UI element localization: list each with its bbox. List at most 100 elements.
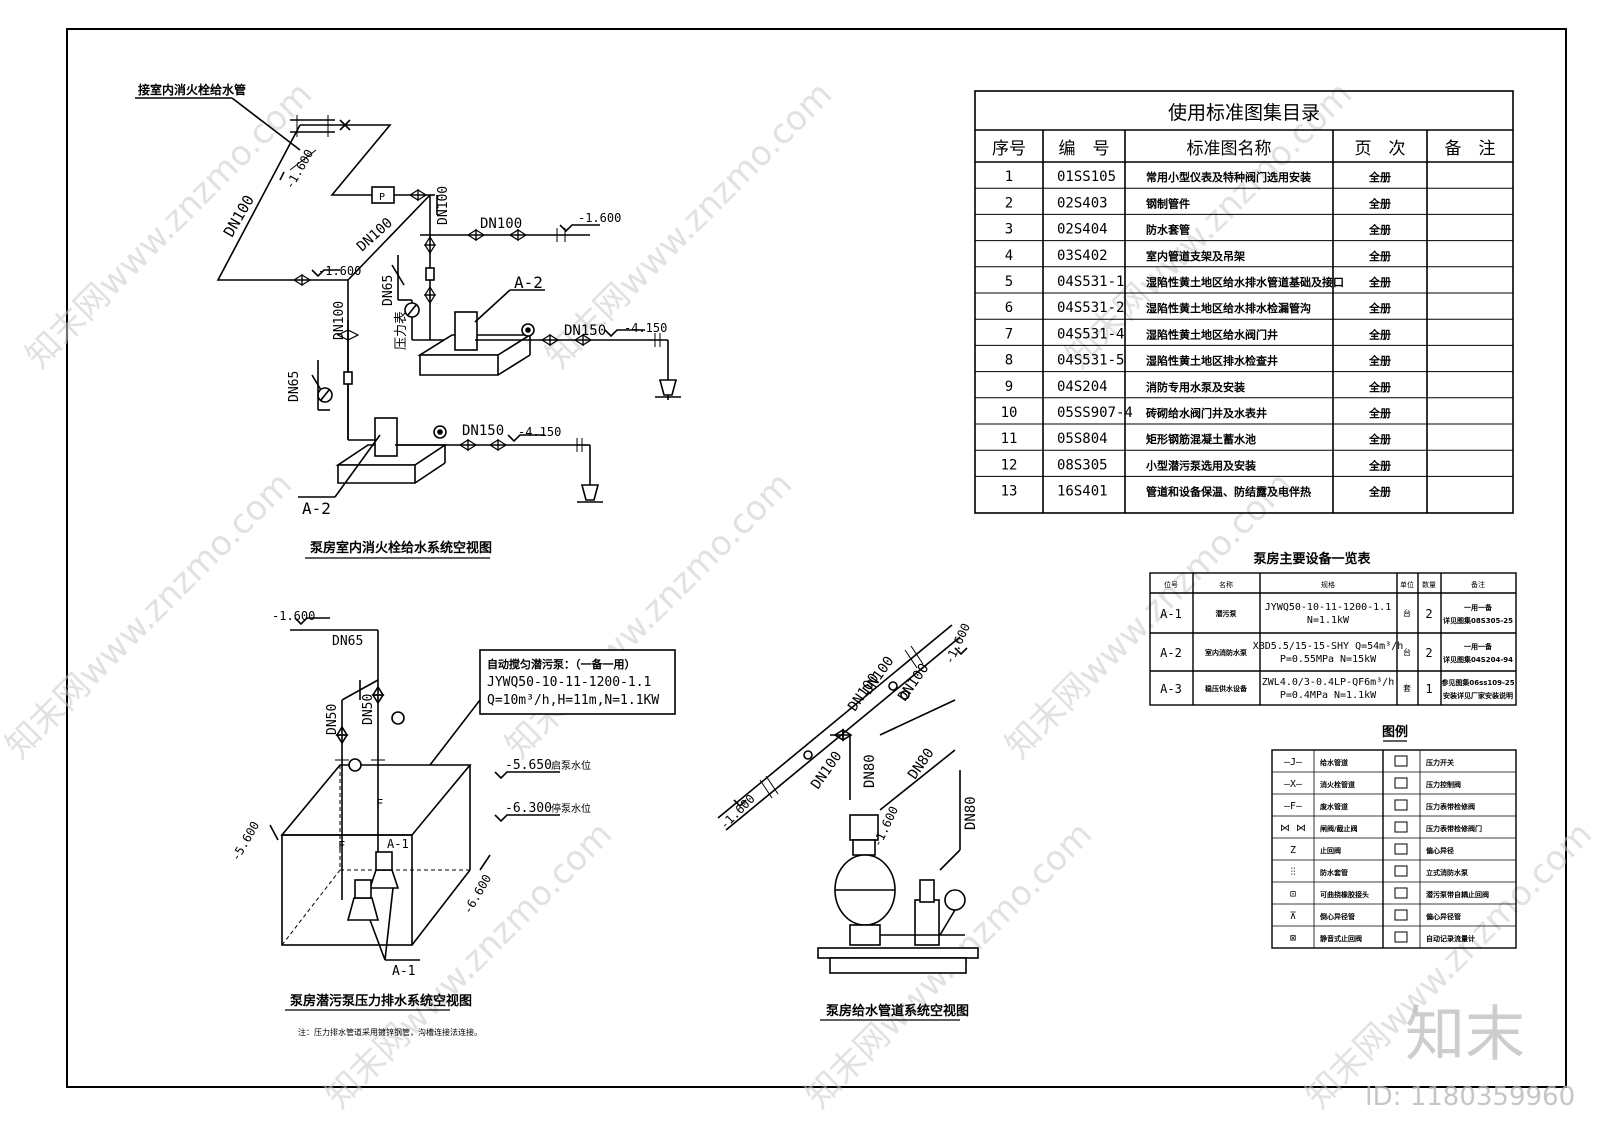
legend-label: 静音式止回阀 xyxy=(1320,934,1362,943)
equip-qty: 2 xyxy=(1425,646,1432,660)
legend-label: 压力开关 xyxy=(1426,758,1454,767)
watermark-text: 知末网www.znzmo.com xyxy=(318,814,620,1116)
equip-remark: 安装详见厂家安装说明 xyxy=(1443,691,1513,700)
std-row-code: 01SS105 xyxy=(1057,169,1116,185)
std-table-header: 编 号 xyxy=(1059,139,1110,159)
level-label: 启泵水位 xyxy=(551,759,591,772)
std-row-name: 湿陷性黄土地区给水阀门井 xyxy=(1146,327,1278,341)
std-row-pages: 全册 xyxy=(1368,485,1391,499)
equip-qty: 1 xyxy=(1425,682,1432,696)
std-row-name: 砖砌给水阀门井及水表井 xyxy=(1146,406,1267,420)
legend-label: 闸阀/截止阀 xyxy=(1320,824,1358,833)
std-row-pages: 全册 xyxy=(1368,196,1391,210)
pump-tag: A-1 xyxy=(392,964,415,979)
hydrant-labels: 接室内消火栓给水管 DN100 -1.600 DN100 DN100 P DN1… xyxy=(138,82,667,559)
elevation-label: -1.600 xyxy=(717,792,758,833)
legend-label: 消火栓管道 xyxy=(1320,780,1355,789)
legend-symbol: Z xyxy=(1290,845,1296,856)
supply-label: 接室内消火栓给水管 xyxy=(138,82,246,97)
std-row-code: 04S531-1 xyxy=(1057,274,1124,290)
elevation-label: -1.600 xyxy=(282,147,316,192)
legend-symbol: —X— xyxy=(1284,779,1303,790)
pipe-size-label: DN100 xyxy=(436,186,451,225)
legend-symbol-icon xyxy=(1394,931,1408,943)
pipe-size-label: DN65 xyxy=(332,634,363,649)
legend-label: 压力表带检修阀 xyxy=(1426,802,1475,811)
pipe-size-label: DN150 xyxy=(462,423,504,439)
equip-remark: 一用一备 xyxy=(1464,642,1493,651)
equip-header: 数量 xyxy=(1422,580,1436,589)
std-row-pages: 全册 xyxy=(1368,223,1391,237)
pipe-size-label: DN100 xyxy=(808,749,845,793)
std-row-code: 04S531-2 xyxy=(1057,300,1124,316)
std-row-index: 5 xyxy=(1005,274,1013,290)
std-row-index: 10 xyxy=(1001,405,1018,421)
drawing-frame xyxy=(66,28,1567,1088)
std-row-name: 小型潜污泵选用及安装 xyxy=(1145,458,1256,472)
std-row-index: 4 xyxy=(1005,248,1013,264)
legend-label: 潜污泵带自耦止回阀 xyxy=(1426,890,1489,899)
legend-symbol: ⊼ xyxy=(1289,911,1296,922)
legend-label: 压力控制阀 xyxy=(1426,780,1461,789)
legend-symbol: ⋈ ⋈ xyxy=(1280,823,1306,834)
std-row-pages: 全册 xyxy=(1368,327,1391,341)
equip-spec: XBD5.5/15-15-SHY Q=54m³/h xyxy=(1253,641,1404,652)
legend-symbol-icon xyxy=(1394,887,1408,899)
std-row-name: 防水套管 xyxy=(1146,223,1190,237)
legend-symbol: ⊠ xyxy=(1290,933,1296,944)
equip-name: 潜污泵 xyxy=(1216,609,1237,618)
std-row-name: 消防专用水泵及安装 xyxy=(1146,380,1245,394)
equip-remark: 详见图集04S204-94 xyxy=(1443,655,1513,664)
std-row-code: 05S804 xyxy=(1057,431,1108,447)
legend-symbol-icon xyxy=(1394,821,1408,833)
legend-symbol: —F— xyxy=(1284,801,1303,812)
std-row-code: 04S204 xyxy=(1057,379,1108,395)
callout-line: JYWQ50-10-11-1200-1.1 xyxy=(487,675,651,690)
std-row-index: 7 xyxy=(1005,326,1013,342)
equip-tag: A-1 xyxy=(1160,607,1182,621)
elevation-label: -6.600 xyxy=(460,872,494,917)
std-row-code: 02S403 xyxy=(1057,195,1108,211)
legend-label: 给水管道 xyxy=(1320,758,1348,767)
std-row-index: 6 xyxy=(1005,300,1013,316)
diagram-title: 泵房潜污泵压力排水系统空视图 xyxy=(290,993,472,1009)
std-row-name: 常用小型仪表及特种阀门选用安装 xyxy=(1146,170,1311,184)
std-row-name: 管道和设备保温、防结露及电伴热 xyxy=(1146,485,1311,499)
std-row-pages: 全册 xyxy=(1368,354,1391,368)
equip-remark: 一用一备 xyxy=(1464,603,1493,612)
std-row-pages: 全册 xyxy=(1368,275,1391,289)
pipe-size-label: DN65 xyxy=(381,275,396,306)
equip-tag: A-3 xyxy=(1160,682,1182,696)
std-row-code: 02S404 xyxy=(1057,222,1108,238)
elevation-label: -5.600 xyxy=(228,819,262,864)
std-table xyxy=(974,90,1514,514)
diagram-title: 泵房给水管道系统空视图 xyxy=(826,1003,969,1019)
pipe-size-label: DN100 xyxy=(354,215,396,255)
std-row-pages: 全册 xyxy=(1368,458,1391,472)
std-row-code: 08S305 xyxy=(1057,457,1108,473)
watermark-text: 知末网www.znzmo.com xyxy=(18,74,320,376)
std-row-index: 8 xyxy=(1005,353,1013,369)
std-row-code: 04S531-4 xyxy=(1057,326,1124,342)
legend-symbol-icon xyxy=(1394,799,1408,811)
sewage-diagram xyxy=(269,617,676,961)
equip-name: 稳压供水设备 xyxy=(1205,684,1248,693)
std-row-pages: 全册 xyxy=(1368,380,1391,394)
legend-label: 压力表带检修阀门 xyxy=(1426,824,1482,833)
watermark-text: 知末网www.znzmo.com xyxy=(0,464,300,766)
pipe-size-label: DN80 xyxy=(862,754,878,788)
pump-box-label: P xyxy=(379,192,385,203)
legend-label: 偏心异径 xyxy=(1426,846,1454,855)
pipe-size-label: DN80 xyxy=(905,745,937,782)
pipe-size-label: DN100 xyxy=(332,301,347,340)
diagram-note: 注：压力排水管道采用镀锌钢管，沟槽连接法连接。 xyxy=(298,1027,482,1037)
hydrant-diagram xyxy=(135,97,681,503)
std-row-pages: 全册 xyxy=(1368,301,1391,315)
equip-header: 位号 xyxy=(1164,580,1178,589)
pipe-size-label: DN100 xyxy=(480,216,522,232)
sewage-labels: -1.600 DN65 DN50 DN50 F F 自动搅匀潜污泵：（一备一用）… xyxy=(228,609,659,1037)
elevation-label: -1.600 xyxy=(578,211,621,225)
pipe-type-label: F xyxy=(376,797,383,811)
equip-header: 备注 xyxy=(1471,580,1485,589)
legend-symbol-icon xyxy=(1394,755,1408,767)
